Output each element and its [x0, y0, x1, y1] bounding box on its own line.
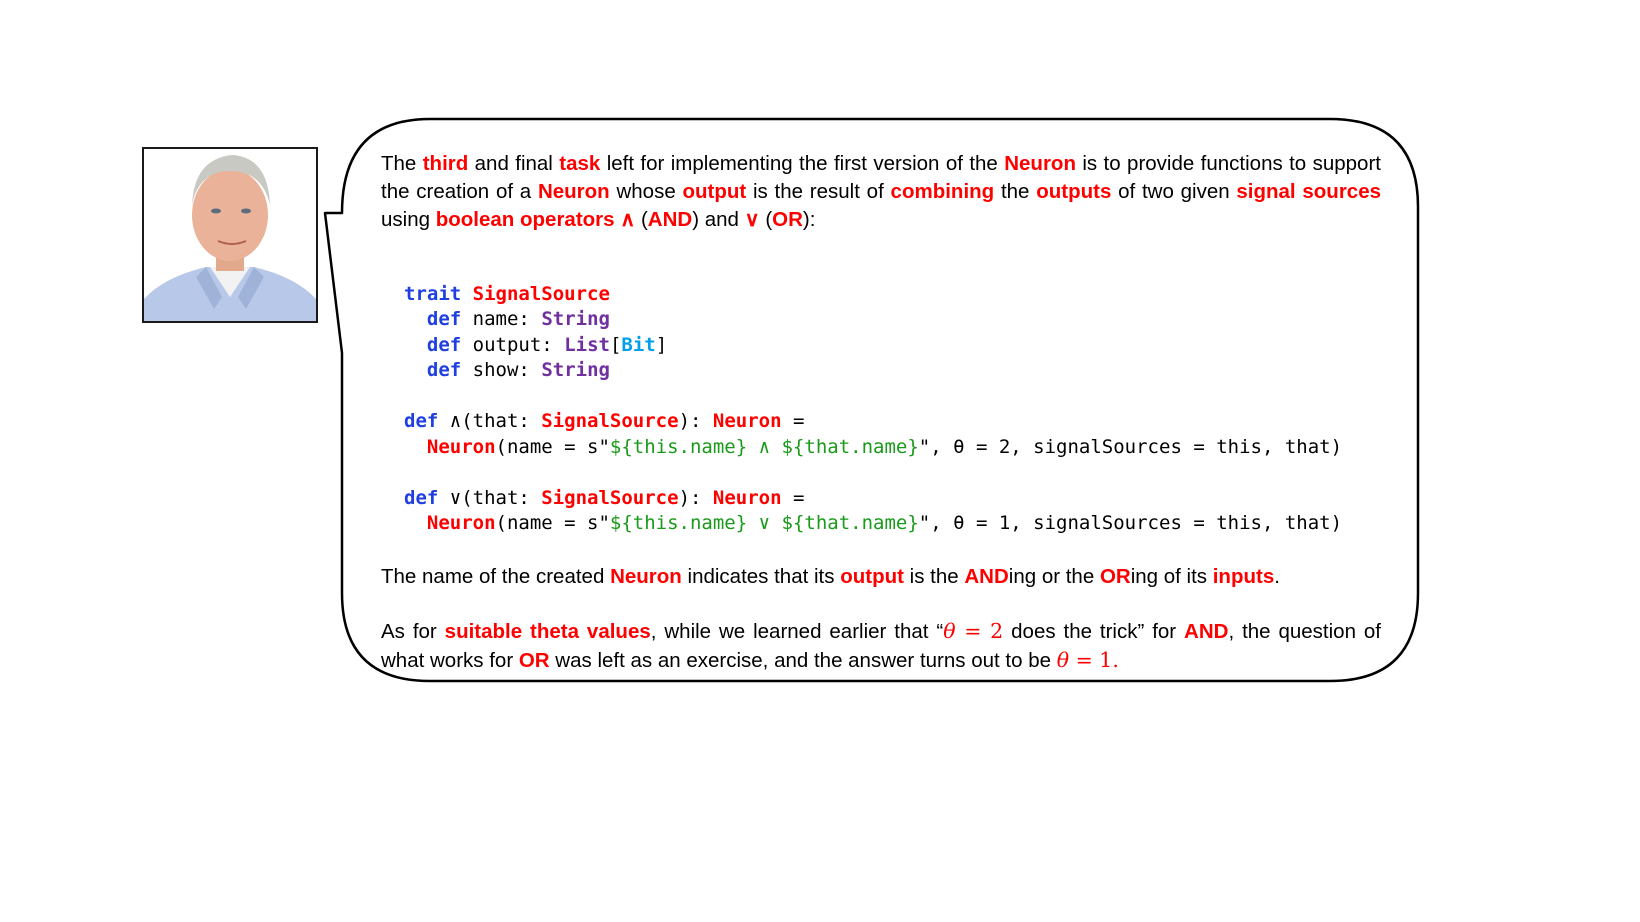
highlighted-term: signal sources [1236, 180, 1382, 203]
code-line-name: def name: String [426, 308, 610, 330]
highlighted-term: Neuron [537, 180, 610, 203]
highlighted-term: OR [1099, 564, 1131, 588]
text-segment: ing or the [1008, 564, 1100, 588]
text-segment: and final [468, 152, 560, 175]
theta-paragraph: As for suitable theta values, while we l… [381, 618, 1381, 672]
text-segment: ( [640, 208, 648, 231]
code-line-and-def: def ∧(that: SignalSource): Neuron = [404, 410, 805, 432]
text-segment: ing of its [1130, 564, 1213, 588]
text-segment: ): [802, 208, 816, 231]
text-segment: indicates that its [681, 564, 841, 588]
theta-equals-2: θ = 2 [943, 618, 1004, 643]
avatar [142, 147, 318, 323]
code-line-show: def show: String [426, 359, 610, 381]
text-segment: The name of the created [381, 564, 611, 588]
highlighted-term: AND [964, 564, 1009, 588]
code-line-and-body: Neuron(name = s"${this.name} ∧ ${that.na… [426, 435, 1343, 458]
intro-paragraph: The third and final task left for implem… [381, 150, 1381, 234]
text-segment: the [994, 180, 1037, 203]
code-line-output: def output: List[Bit] [426, 333, 668, 356]
text-segment: left for implementing the first version … [600, 152, 1005, 175]
code-line-trait: trait SignalSource [404, 282, 610, 305]
naming-paragraph: The name of the created Neuron indicates… [381, 563, 1381, 591]
highlighted-term: task [559, 152, 601, 175]
highlighted-term: output [840, 564, 904, 588]
highlighted-term: AND [647, 208, 693, 231]
highlighted-term: output [682, 180, 747, 203]
highlighted-term: Neuron [610, 564, 682, 588]
theta-equals-1: θ = 1 [1056, 647, 1113, 672]
code-line-or-def: def ∨(that: SignalSource): Neuron = [404, 486, 805, 509]
text-segment: ( [759, 208, 773, 231]
text-segment: whose [609, 180, 683, 203]
highlighted-term: third [422, 152, 469, 175]
text-segment: is the result of [746, 180, 891, 203]
highlighted-term: combining [890, 180, 995, 203]
text-segment: using [381, 208, 436, 231]
text-segment: . [1274, 564, 1280, 588]
code-line-or-body: Neuron(name = s"${this.name} ∨ ${that.na… [426, 512, 1343, 534]
text-segment: ) and [692, 208, 745, 231]
highlighted-term: inputs [1212, 564, 1275, 588]
text-segment: The [381, 152, 423, 175]
highlighted-term: outputs [1036, 180, 1112, 203]
highlighted-term: boolean operators ∧ [435, 208, 641, 231]
highlighted-term: Neuron [1004, 152, 1076, 175]
person-photo-icon [144, 149, 316, 321]
text-segment: is to provide functions to support the c… [381, 152, 1381, 203]
text-segment: is the [903, 564, 965, 588]
speech-bubble: The third and final task left for implem… [381, 150, 1381, 675]
text-segment: of two given [1111, 180, 1237, 203]
highlighted-term: OR [772, 208, 803, 231]
highlighted-term: ∨ [744, 208, 760, 231]
code-block: trait SignalSource def name: String def … [404, 256, 1381, 537]
